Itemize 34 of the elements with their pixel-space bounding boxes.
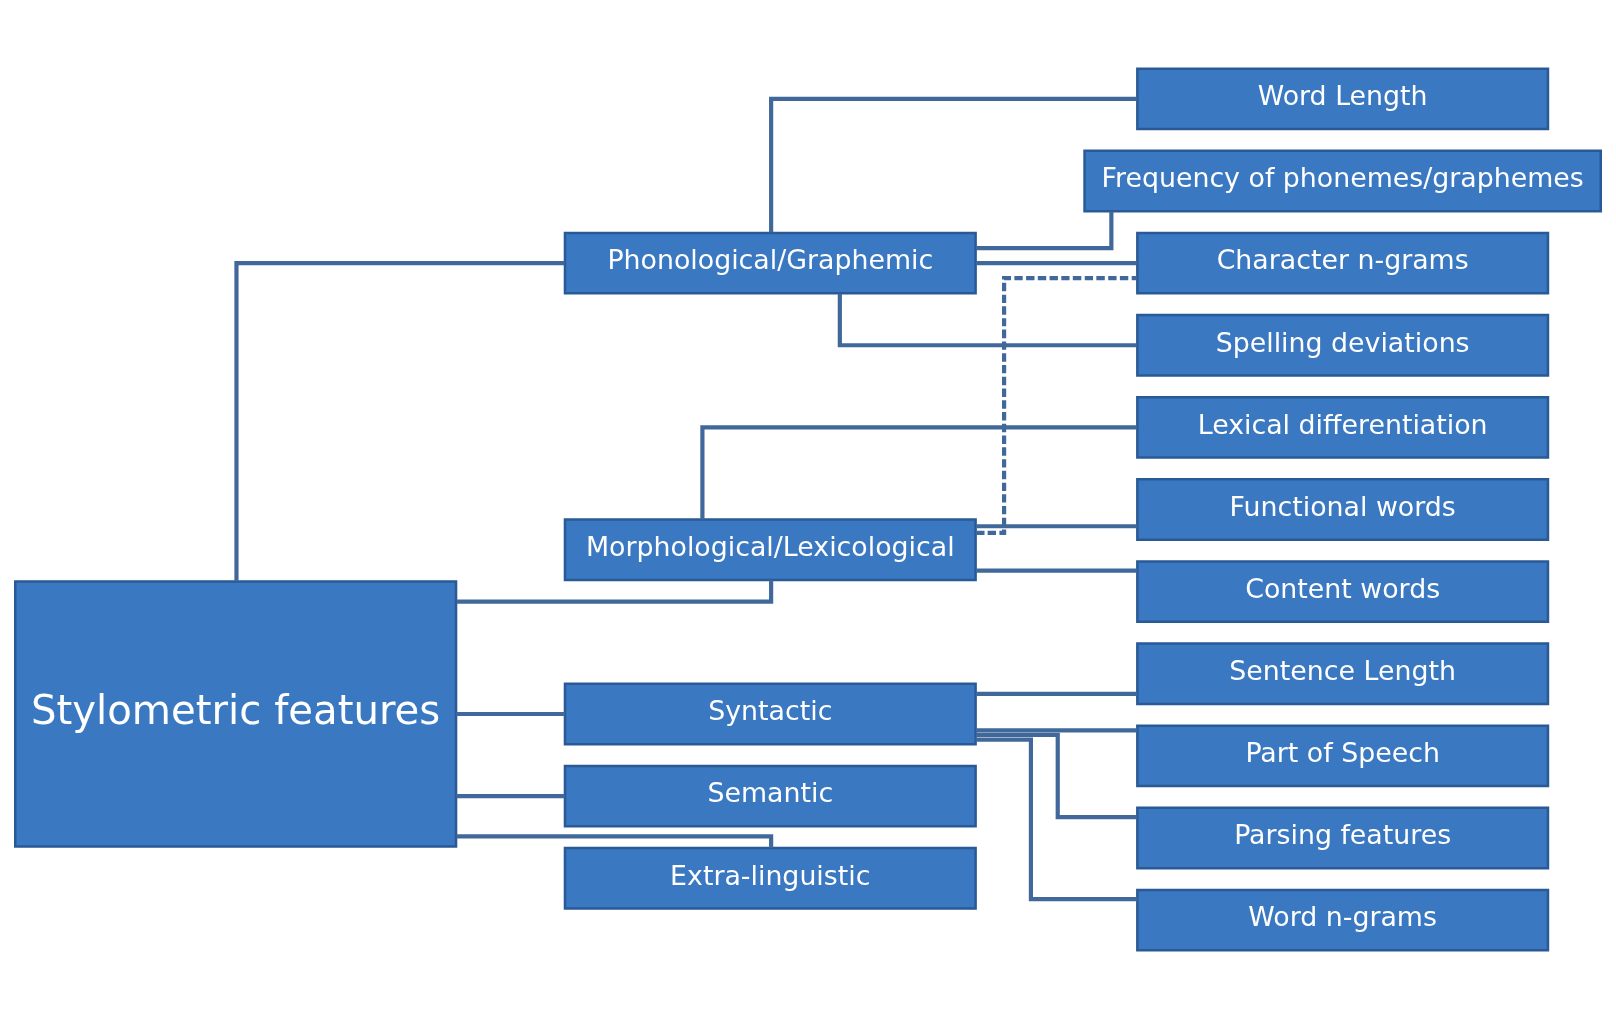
node-box: Extra-linguistic xyxy=(563,846,977,910)
node-box: Word Length xyxy=(1136,66,1550,130)
connector xyxy=(976,568,1138,573)
node-box: Parsing features xyxy=(1136,806,1550,869)
connector xyxy=(456,793,565,798)
connector xyxy=(975,275,1137,535)
node-box: Lexical differentiation xyxy=(1136,395,1550,459)
connector xyxy=(234,260,565,581)
node-box: Stylometric features xyxy=(14,579,458,848)
connector xyxy=(700,424,1137,519)
node-box: Part of Speech xyxy=(1136,723,1550,787)
node-box: Phonological/Graphemic xyxy=(563,231,977,295)
node-box: Syntactic xyxy=(563,682,977,745)
connector xyxy=(976,523,1138,528)
node-box: Character n-grams xyxy=(1136,231,1550,295)
connector xyxy=(975,736,1138,901)
node-box: Sentence Length xyxy=(1136,641,1550,705)
connector xyxy=(456,711,565,716)
node-box: Word n-grams xyxy=(1136,888,1550,952)
connector xyxy=(976,732,1138,819)
connector xyxy=(769,96,1138,232)
node-box: Functional words xyxy=(1136,477,1550,541)
connector xyxy=(456,579,774,604)
node-box: Frequency of phonemes/graphemes xyxy=(1083,149,1602,212)
connector xyxy=(456,833,774,848)
connector xyxy=(976,727,1138,732)
node-box: Spelling deviations xyxy=(1136,313,1550,377)
node-box: Morphological/Lexicological xyxy=(563,517,977,581)
connector xyxy=(976,691,1138,696)
node-box: Semantic xyxy=(563,764,977,828)
connector xyxy=(837,293,1137,347)
connector xyxy=(976,260,1138,265)
connector xyxy=(976,210,1114,250)
node-box: Content words xyxy=(1136,559,1550,623)
